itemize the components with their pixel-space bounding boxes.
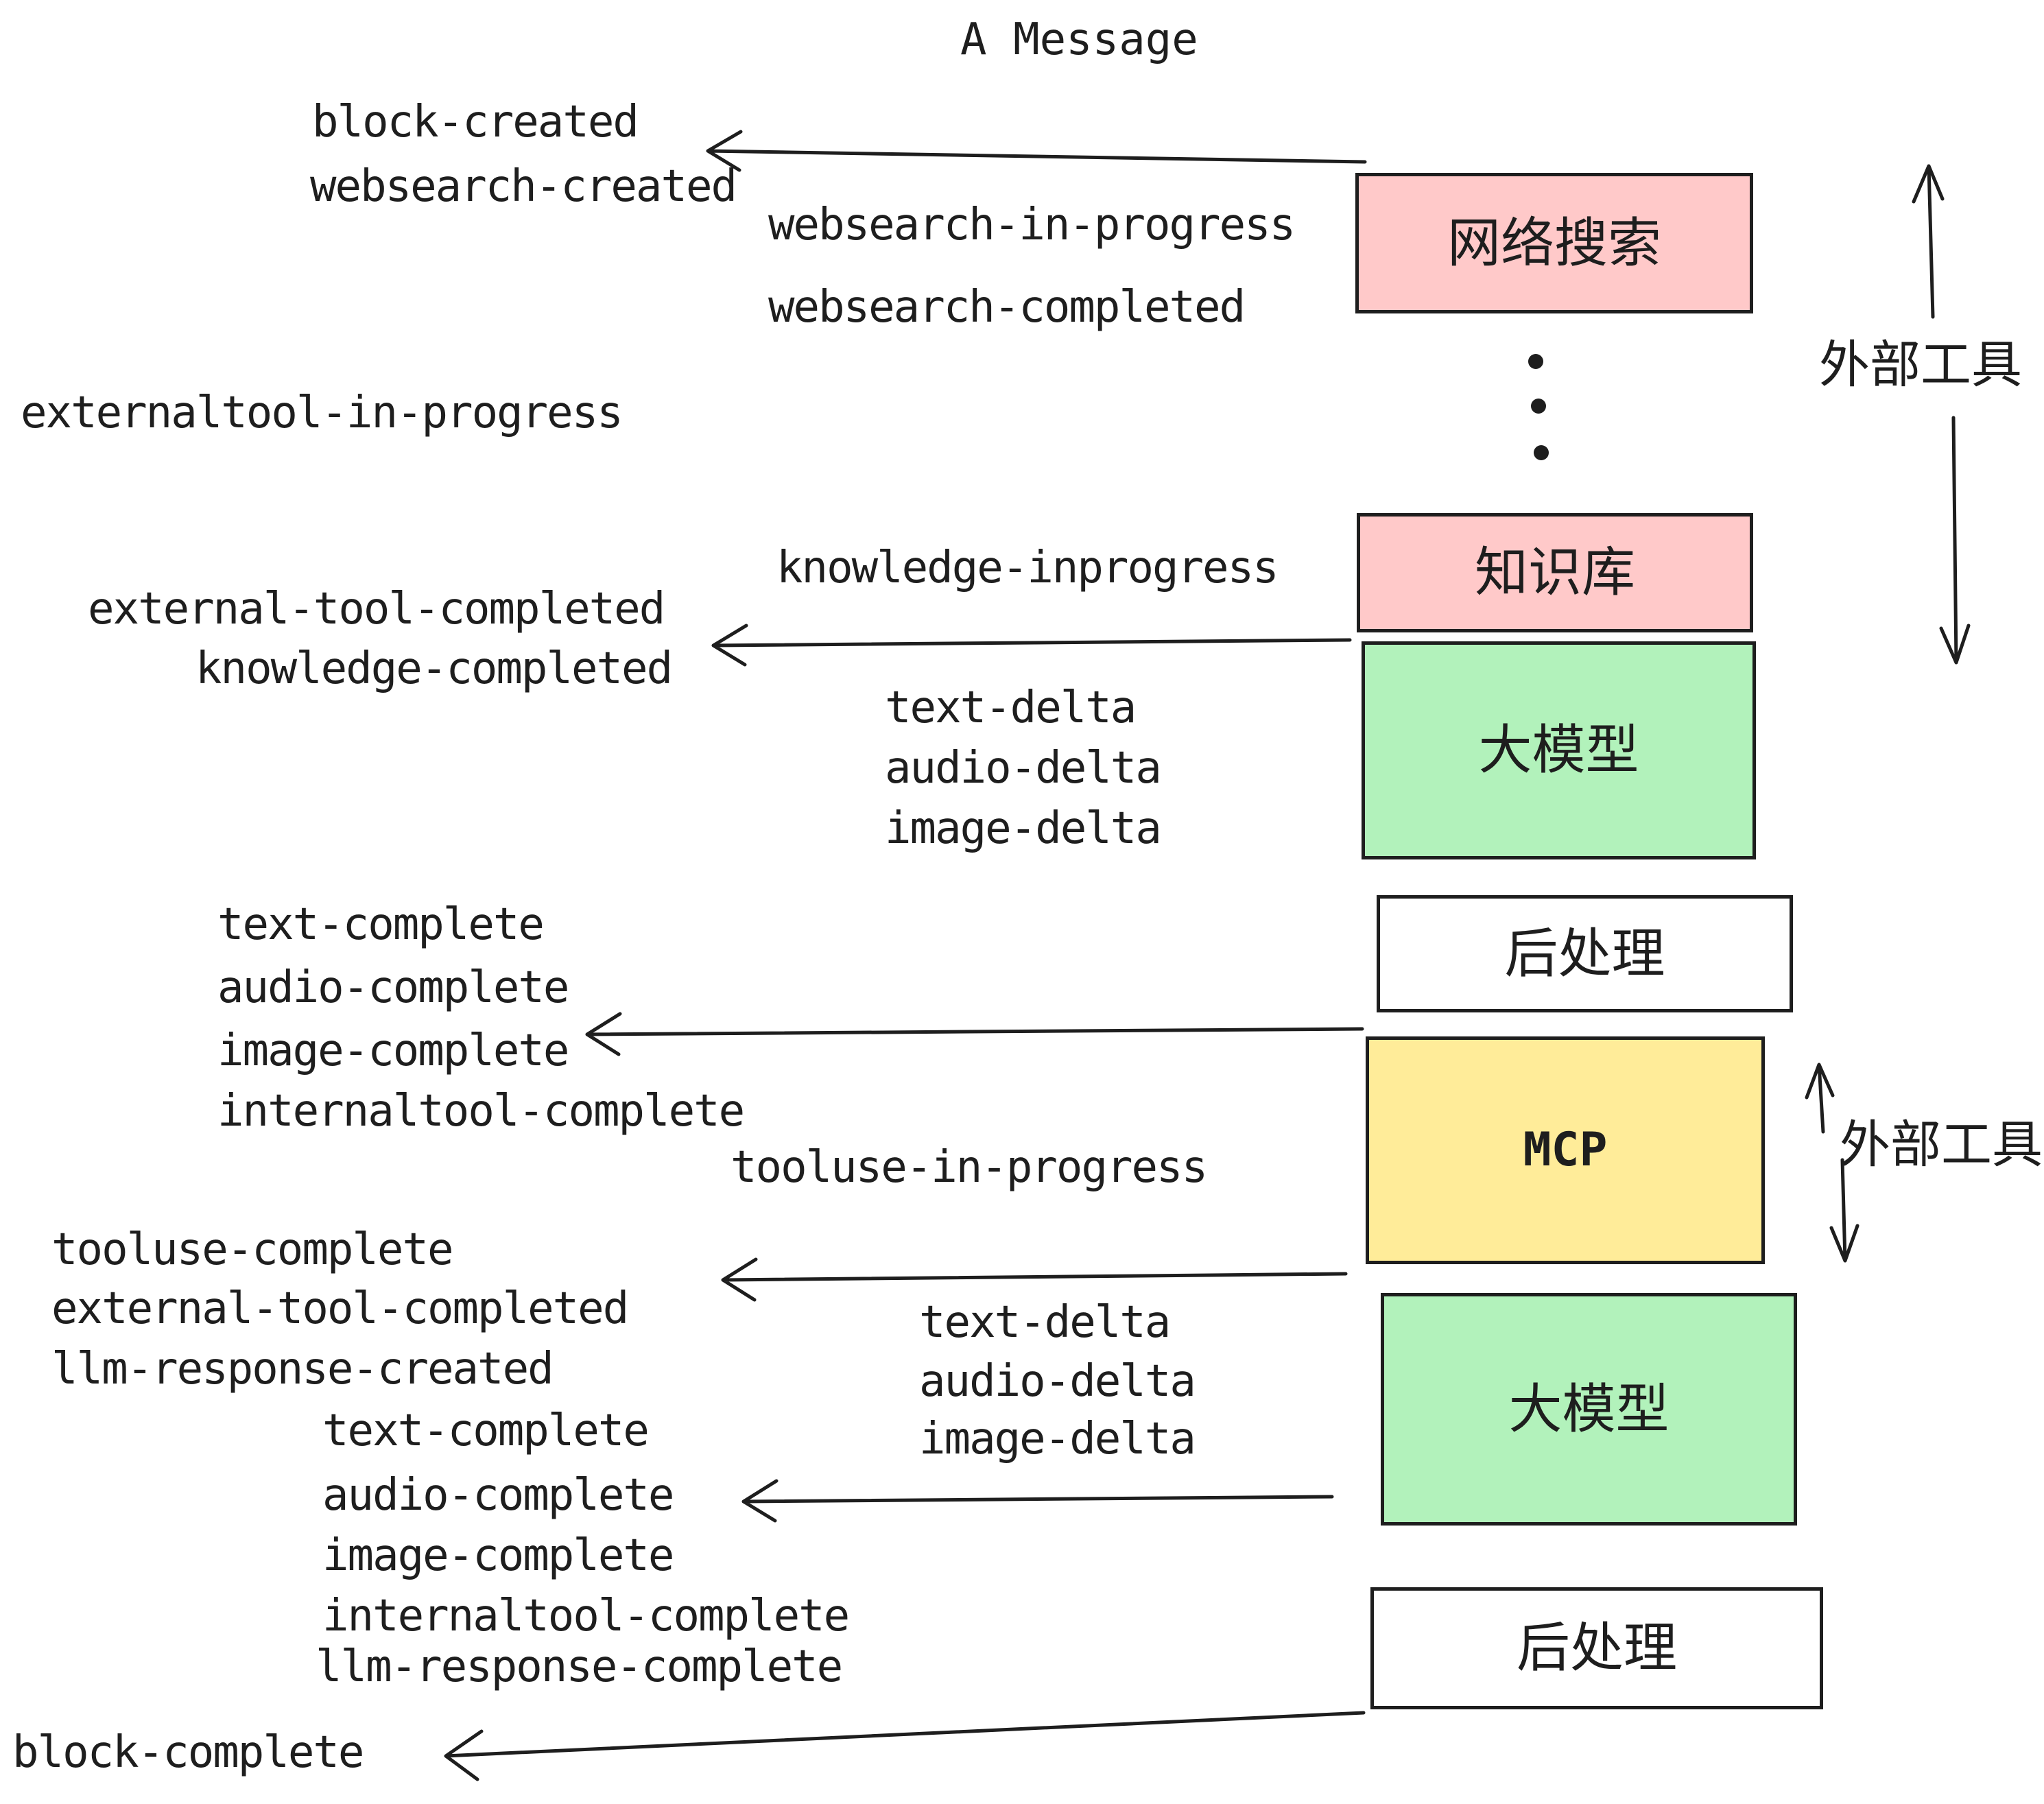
arrow-llm1-to-knowledge-completed: [711, 624, 1352, 667]
external-tools-annotation-top: 外部工具: [1819, 335, 2022, 394]
event-label-image-delta: image-delta: [885, 803, 1162, 854]
box-llm-2: 大模型: [1381, 1293, 1797, 1526]
event-label-externaltool-in-progress: externaltool-in-progress: [21, 388, 623, 438]
box-mcp: MCP: [1366, 1036, 1765, 1264]
arrow-llm2-to-tooluse-complete: [721, 1257, 1348, 1302]
external-tools-annotation-bottom: 外部工具: [1840, 1115, 2043, 1174]
arrow-mcp-to-image-complete: [585, 1012, 1364, 1056]
event-label-external-tool-completed-2: external-tool-completed: [51, 1283, 629, 1334]
event-label-image-complete: image-complete: [217, 1025, 569, 1076]
ellipsis-dot: [1534, 445, 1549, 460]
event-label-llm-response-complete: llm-response-complete: [316, 1641, 843, 1692]
event-label-text-delta-2: text-delta: [919, 1297, 1171, 1348]
ellipsis-dot: [1528, 354, 1543, 369]
box-llm-1: 大模型: [1362, 641, 1756, 859]
box-postprocess-1-label: 后处理: [1504, 923, 1665, 985]
box-knowledge-label: 知识库: [1474, 542, 1635, 604]
event-label-text-delta: text-delta: [885, 683, 1137, 733]
event-label-text-complete-2: text-complete: [322, 1405, 650, 1456]
box-websearch: 网络搜索: [1355, 173, 1753, 313]
arrow-external-tools-down-2: [1829, 1158, 1859, 1263]
box-postprocess-2-label: 后处理: [1516, 1617, 1677, 1679]
event-label-audio-complete-2: audio-complete: [322, 1470, 674, 1521]
box-postprocess-2: 后处理: [1370, 1587, 1823, 1709]
event-label-websearch-created: websearch-created: [310, 161, 737, 212]
event-label-block-complete: block-complete: [12, 1727, 364, 1778]
event-label-image-delta-2: image-delta: [919, 1414, 1196, 1464]
event-label-tooluse-complete: tooluse-complete: [51, 1224, 453, 1275]
arrow-post2-to-block-complete: [444, 1711, 1366, 1781]
event-label-image-complete-2: image-complete: [322, 1530, 674, 1581]
box-mcp-label: MCP: [1523, 1123, 1608, 1177]
arrow-external-tools-up-2: [1805, 1063, 1835, 1134]
box-llm-1-label: 大模型: [1478, 720, 1639, 781]
event-label-websearch-in-progress: websearch-in-progress: [768, 200, 1296, 250]
diagram-title: A Message: [960, 14, 1198, 65]
ellipsis-dot: [1531, 399, 1546, 414]
arrow-external-tools-up-1: [1912, 164, 1945, 319]
event-label-tooluse-in-progress: tooluse-in-progress: [730, 1142, 1208, 1193]
event-label-websearch-completed: websearch-completed: [768, 282, 1246, 333]
event-label-audio-complete: audio-complete: [217, 962, 569, 1013]
event-label-audio-delta-2: audio-delta: [919, 1356, 1196, 1407]
event-label-knowledge-completed: knowledge-completed: [195, 643, 673, 694]
event-label-text-complete: text-complete: [217, 899, 545, 950]
box-websearch-label: 网络搜索: [1447, 212, 1661, 274]
event-label-llm-response-created: llm-response-created: [51, 1344, 554, 1394]
event-label-external-tool-completed: external-tool-completed: [88, 584, 665, 634]
event-label-knowledge-inprogress: knowledge-inprogress: [776, 543, 1279, 593]
event-label-audio-delta: audio-delta: [885, 743, 1162, 794]
arrow-websearch-to-created: [706, 130, 1367, 172]
event-label-block-created: block-created: [312, 97, 639, 147]
event-label-internaltool-complete: internaltool-complete: [217, 1086, 745, 1137]
box-postprocess-1: 后处理: [1377, 895, 1793, 1012]
arrow-llm2-to-audio-complete: [741, 1479, 1334, 1523]
arrow-external-tools-down-1: [1939, 416, 1971, 665]
box-knowledge: 知识库: [1357, 513, 1753, 632]
event-label-internaltool-complete-2: internaltool-complete: [322, 1591, 850, 1641]
box-llm-2-label: 大模型: [1508, 1378, 1669, 1440]
